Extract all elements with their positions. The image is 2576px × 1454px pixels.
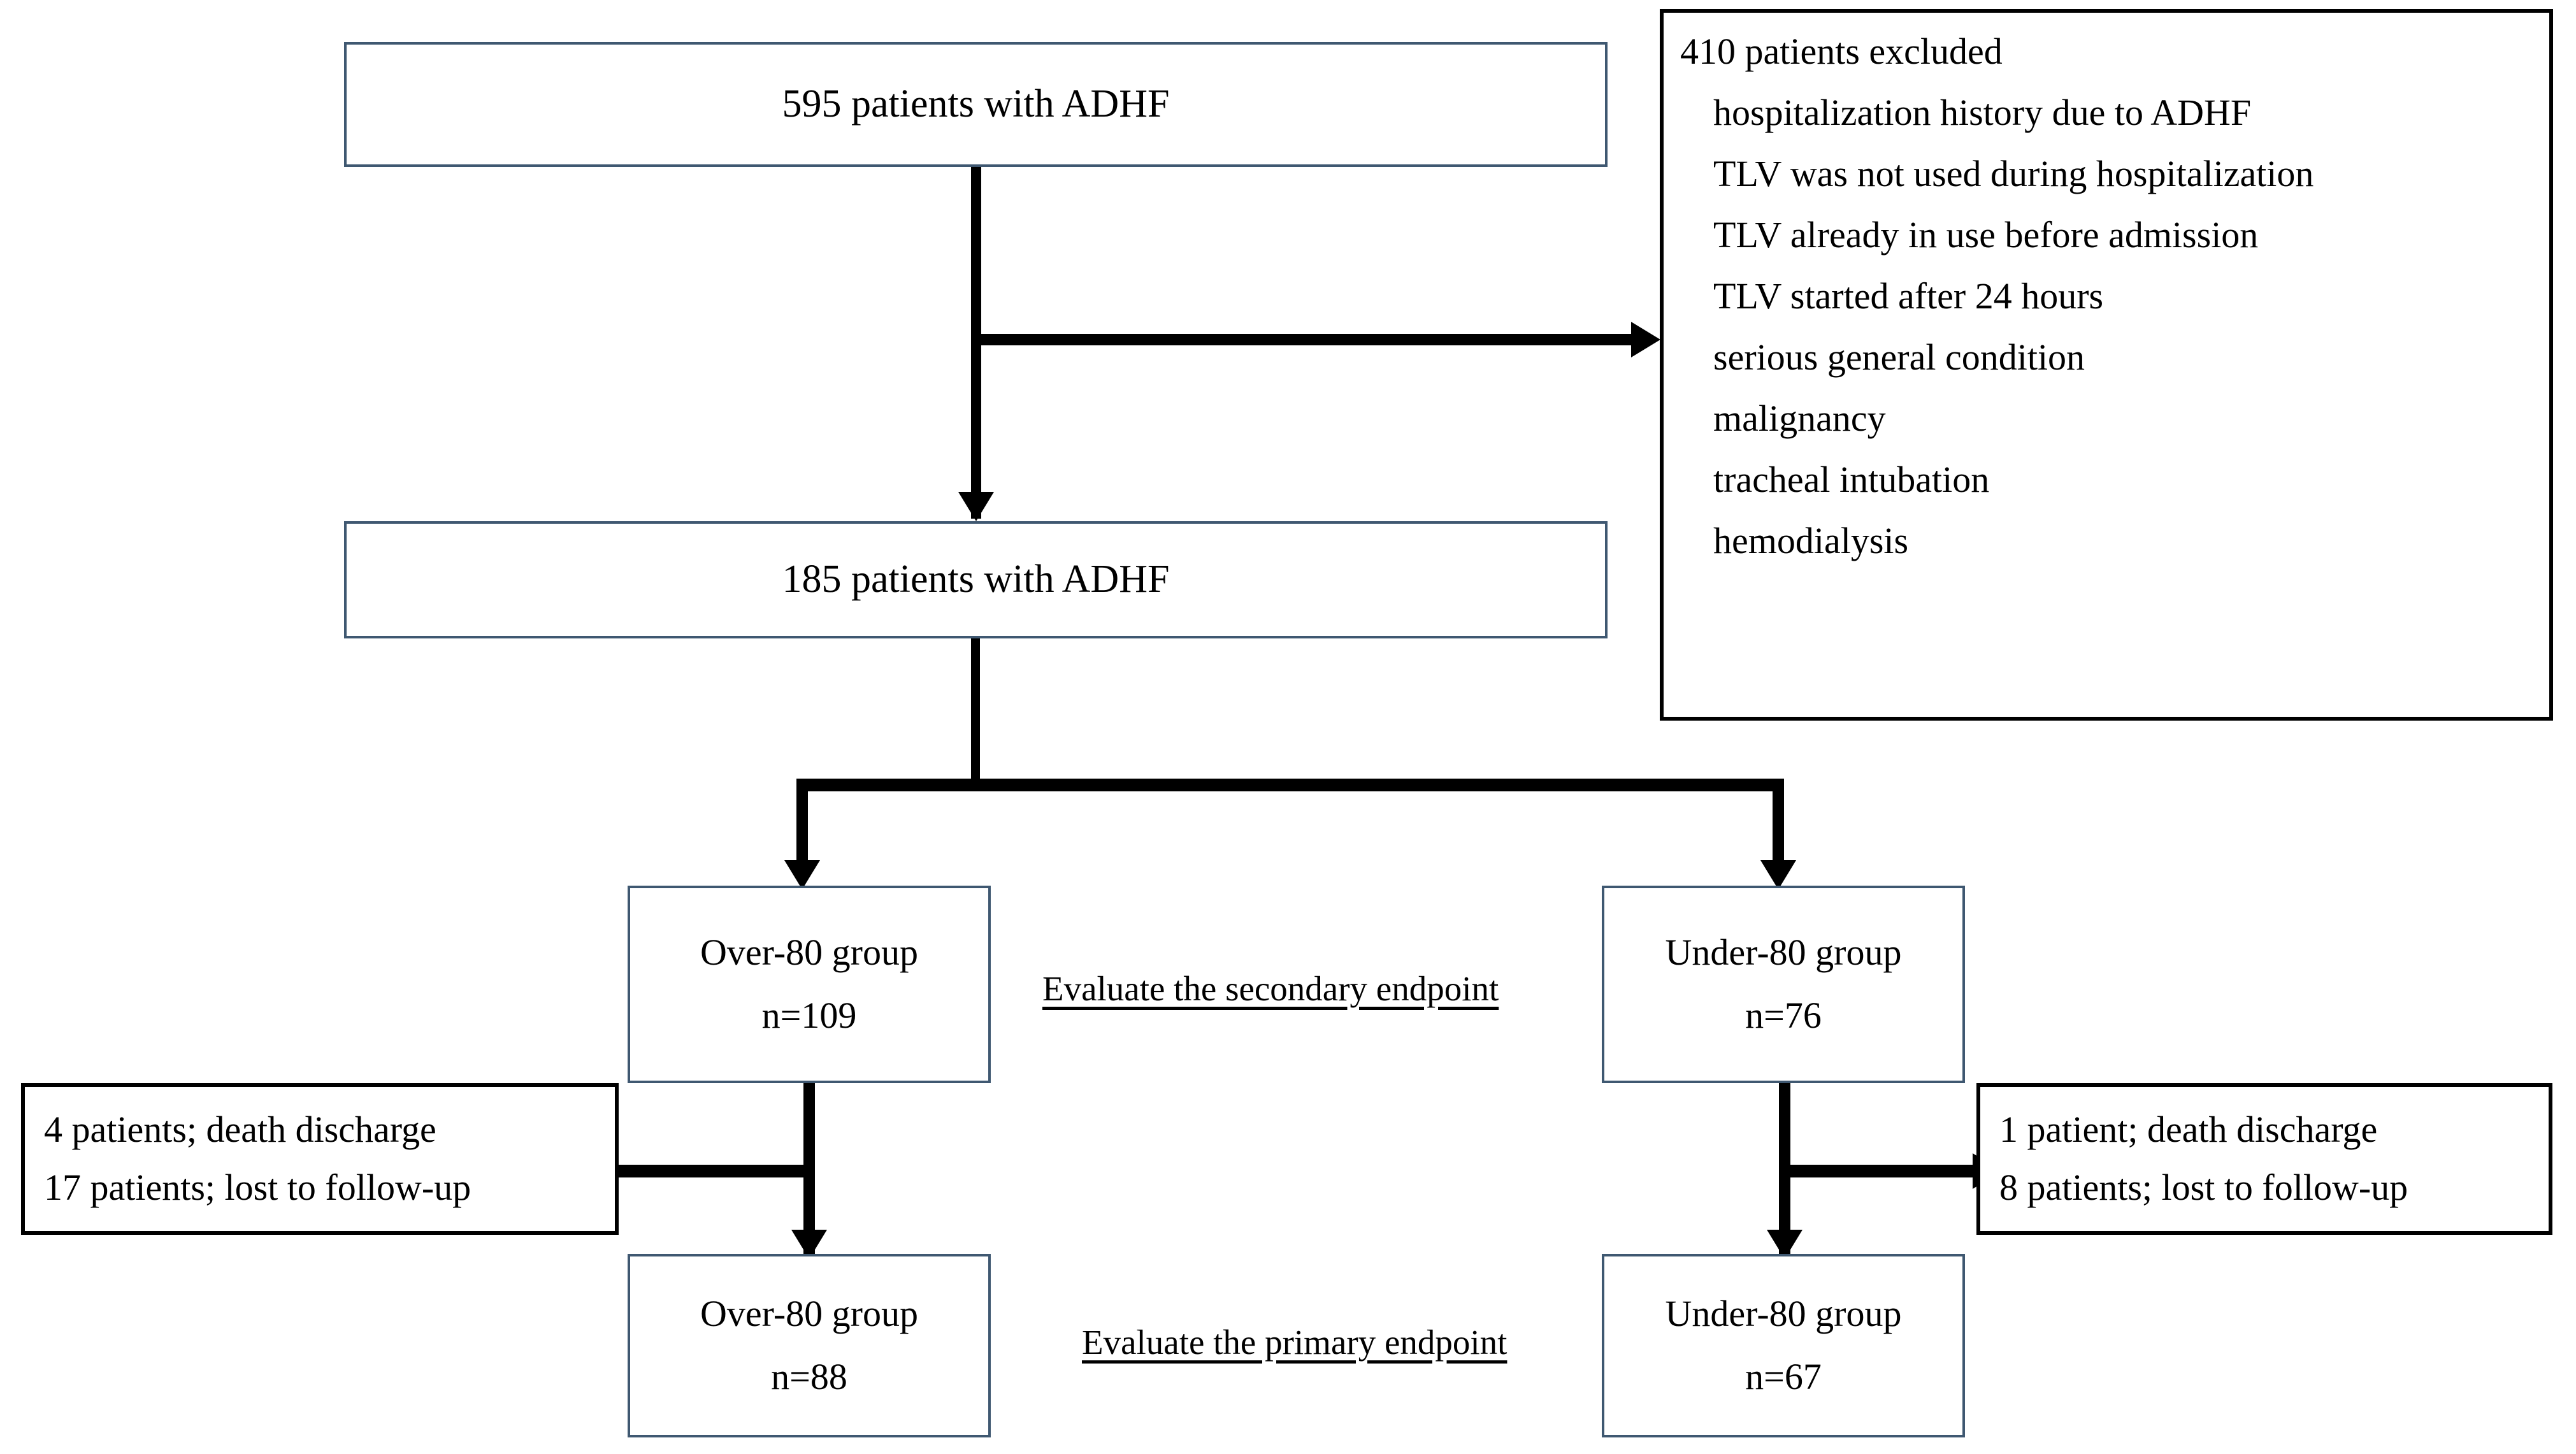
annotation-primary-endpoint: Evaluate the primary endpoint xyxy=(1082,1323,1507,1362)
connector-included-split-bar xyxy=(796,779,1784,791)
exclusion-item-3: TLV already in use before admission xyxy=(1713,214,2259,256)
arrowhead-into-included-box xyxy=(958,492,994,521)
node-under80-losses[interactable]: 1 patient; death discharge 8 patients; l… xyxy=(1976,1083,2552,1235)
connector-included-stem xyxy=(971,638,980,785)
node-under80-primary[interactable]: Under-80 group n=67 xyxy=(1602,1254,1965,1437)
exclusion-item-6: malignancy xyxy=(1713,398,1886,439)
exclusion-item-4: TLV started after 24 hours xyxy=(1713,275,2104,317)
over80-primary-label: Over-80 group xyxy=(700,1293,918,1335)
node-under80-secondary[interactable]: Under-80 group n=76 xyxy=(1602,886,1965,1083)
exclusion-item-7: tracheal intubation xyxy=(1713,459,1990,500)
under80-secondary-count: n=76 xyxy=(1745,995,1822,1036)
included-label: 185 patients with ADHF xyxy=(782,558,1170,601)
under80-primary-count: n=67 xyxy=(1745,1356,1822,1397)
node-over80-secondary[interactable]: Over-80 group n=109 xyxy=(628,886,991,1083)
arrowhead-into-over80-box xyxy=(784,860,820,889)
node-over80-losses[interactable]: 4 patients; death discharge 17 patients;… xyxy=(21,1083,619,1235)
exclusion-item-5: serious general condition xyxy=(1713,336,2085,378)
exclusions-heading: 410 patients excluded xyxy=(1680,31,2003,72)
exclusion-item-1: hospitalization history due to ADHF xyxy=(1713,92,2252,133)
annotation-secondary-endpoint: Evaluate the secondary endpoint xyxy=(1042,969,1499,1008)
under80-losses-line1: 1 patient; death discharge xyxy=(1999,1109,2378,1151)
connector-enrolled-to-exclusions xyxy=(971,334,1634,345)
connector-to-under80 xyxy=(1773,779,1784,873)
exclusion-item-8: hemodialysis xyxy=(1713,520,1909,561)
over80-secondary-count: n=109 xyxy=(761,995,857,1036)
node-enrolled-patients[interactable]: 595 patients with ADHF xyxy=(344,42,1608,167)
arrowhead-into-under80-box xyxy=(1760,860,1796,889)
over80-losses-line1: 4 patients; death discharge xyxy=(44,1109,436,1151)
exclusion-item-2: TLV was not used during hospitalization xyxy=(1713,153,2314,194)
connector-to-over80 xyxy=(796,779,808,873)
arrowhead-into-exclusion-box xyxy=(1631,322,1660,357)
connector-under80-to-losses xyxy=(1784,1165,1975,1177)
over80-secondary-label: Over-80 group xyxy=(700,932,918,974)
node-over80-primary[interactable]: Over-80 group n=88 xyxy=(628,1254,991,1437)
over80-primary-count: n=88 xyxy=(771,1356,847,1397)
node-included-patients[interactable]: 185 patients with ADHF xyxy=(344,521,1608,638)
under80-primary-label: Under-80 group xyxy=(1665,1293,1902,1335)
under80-losses-line2: 8 patients; lost to follow-up xyxy=(1999,1167,2408,1208)
enrolled-label: 595 patients with ADHF xyxy=(782,82,1170,126)
node-exclusions[interactable]: 410 patients excluded hospitalization hi… xyxy=(1660,9,2553,721)
over80-losses-line2: 17 patients; lost to follow-up xyxy=(44,1167,471,1208)
under80-secondary-label: Under-80 group xyxy=(1665,932,1902,974)
